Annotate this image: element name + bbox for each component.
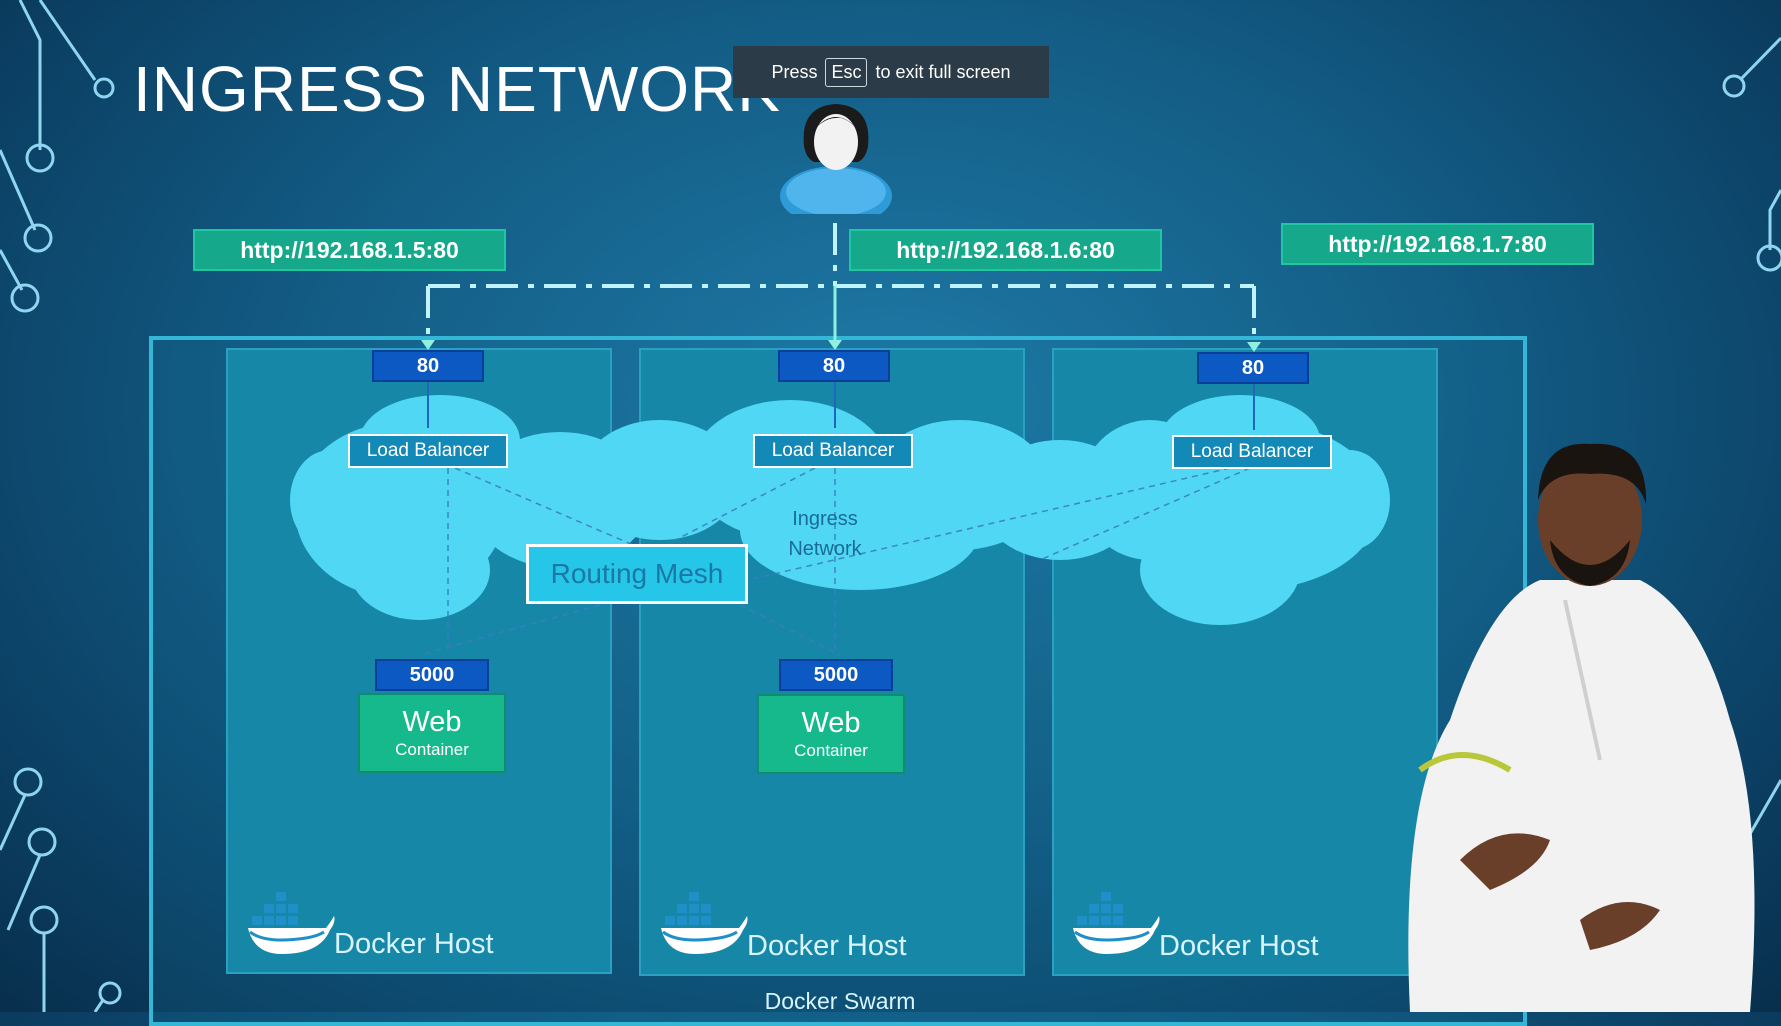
docker-host-label-1: Docker Host xyxy=(334,928,494,960)
docker-host-label-2: Docker Host xyxy=(747,930,907,962)
load-balancer-host-1: Load Balancer xyxy=(348,434,508,468)
user-avatar-icon xyxy=(780,104,892,214)
fullscreen-notice: Press Esc to exit full screen xyxy=(733,46,1049,98)
web-container-subtitle: Container xyxy=(794,741,868,760)
url-host-2: http://192.168.1.6:80 xyxy=(849,229,1162,271)
docker-whale-icon xyxy=(248,892,335,954)
web-container-host-1: Web Container xyxy=(358,693,506,773)
docker-whale-icon xyxy=(661,892,748,954)
ingress-port-host-2: 80 xyxy=(778,350,890,382)
container-port-host-1: 5000 xyxy=(375,659,489,691)
presenter-image xyxy=(1408,443,1755,1012)
esc-key: Esc xyxy=(825,57,868,87)
ingress-port-host-1: 80 xyxy=(372,350,484,382)
page-title: INGRESS NETWORK xyxy=(133,53,781,125)
url-host-3: http://192.168.1.7:80 xyxy=(1281,223,1594,265)
docker-whale-icon xyxy=(1073,892,1160,954)
url-host-1: http://192.168.1.5:80 xyxy=(193,229,506,271)
web-container-title: Web xyxy=(801,707,861,739)
fullscreen-notice-suffix: to exit full screen xyxy=(875,61,1011,82)
load-balancer-host-3: Load Balancer xyxy=(1172,435,1332,469)
ingress-port-host-3: 80 xyxy=(1197,352,1309,384)
routing-mesh-box: Routing Mesh xyxy=(526,544,748,604)
ingress-network-label: Ingress Network xyxy=(788,508,862,560)
fullscreen-notice-prefix: Press xyxy=(771,61,818,82)
load-balancer-host-2: Load Balancer xyxy=(753,434,913,468)
web-container-subtitle: Container xyxy=(395,740,469,759)
container-port-host-2: 5000 xyxy=(779,659,893,691)
docker-swarm-label: Docker Swarm xyxy=(764,988,916,1014)
web-container-title: Web xyxy=(402,706,462,738)
docker-host-label-3: Docker Host xyxy=(1159,930,1319,962)
web-container-host-2: Web Container xyxy=(757,694,905,774)
